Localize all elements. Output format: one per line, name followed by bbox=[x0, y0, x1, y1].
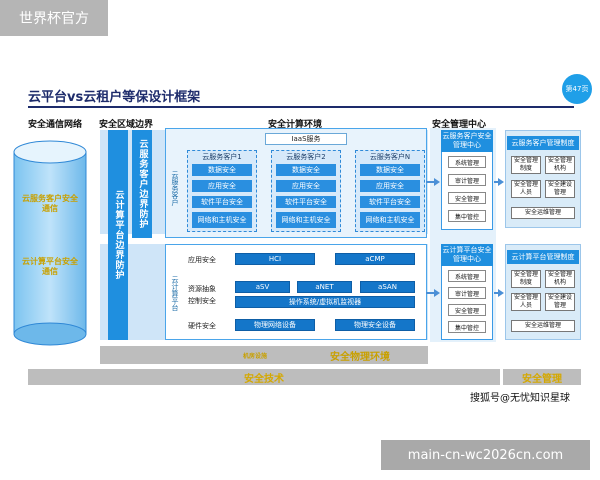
tenant-sys-item-org: 安全管理机构 bbox=[545, 156, 575, 174]
tenant-2-title: 云服务客户2 bbox=[286, 152, 326, 161]
watermark-bottom: main-cn-wc2026cn.com bbox=[381, 440, 590, 470]
cylinder-platform-text: 云计算平台安全通信 bbox=[22, 257, 78, 276]
iaas-title: IaaS服务 bbox=[265, 133, 347, 145]
tenant-n-title: 云服务客户N bbox=[369, 152, 411, 161]
tenant-n-network-host-security: 网络和主机安全 bbox=[360, 212, 420, 228]
tenant-1-software-platform-security: 软件平台安全 bbox=[192, 196, 252, 208]
tenant-sys-item-policy: 安全管理制度 bbox=[511, 156, 541, 174]
tenant-sys-item-staff: 安全管理人员 bbox=[511, 180, 541, 198]
page-badge: 第47页 bbox=[562, 74, 592, 104]
tenant-n-app-security: 应用安全 bbox=[360, 180, 420, 192]
tenant-2-network-host-security: 网络和主机安全 bbox=[276, 212, 336, 228]
tenant-n-data-security: 数据安全 bbox=[360, 164, 420, 176]
asv-block: aSV bbox=[235, 281, 290, 293]
tenant-2-software-platform-security: 软件平台安全 bbox=[276, 196, 336, 208]
platform-mgmt-item-audit: 审计管理 bbox=[448, 287, 486, 299]
tenant-mgmt-item-system: 系统管理 bbox=[448, 156, 486, 168]
security-management-bar: 安全管理 bbox=[503, 369, 581, 385]
physical-security-device-block: 物理安全设备 bbox=[335, 319, 415, 331]
platform-res-label-2: 控制安全 bbox=[188, 297, 216, 305]
tenant-sys-item-build: 安全建设管理 bbox=[545, 180, 575, 198]
platform-mgmt-arrow-line bbox=[426, 292, 435, 294]
hci-block: HCI bbox=[235, 253, 315, 265]
tenant-mgmt-arrow-head bbox=[434, 178, 440, 186]
platform-app-label: 应用安全 bbox=[188, 256, 216, 264]
anet-block: aNET bbox=[297, 281, 352, 293]
platform-boundary-strip: 云计算平台边界防护 bbox=[108, 130, 128, 340]
source-credit: 搜狐号@无忧知识星球 bbox=[470, 393, 570, 404]
communication-cylinder bbox=[13, 140, 87, 346]
column-header-compute: 安全计算环境 bbox=[268, 120, 323, 130]
column-header-boundary: 安全区域边界 bbox=[99, 120, 154, 130]
cylinder-tenant-text: 云服务客户安全通信 bbox=[22, 194, 78, 213]
platform-sys-item-staff: 安全管理人员 bbox=[511, 293, 541, 311]
tenant-n-software-platform-security: 软件平台安全 bbox=[360, 196, 420, 208]
iaas-side-label: 云服务客户 bbox=[171, 170, 179, 206]
platform-system-arrow-head bbox=[498, 289, 504, 297]
platform-res-label-1: 资源抽象 bbox=[188, 285, 216, 293]
platform-sys-item-policy: 安全管理制度 bbox=[511, 270, 541, 288]
platform-sys-item-org: 安全管理机构 bbox=[545, 270, 575, 288]
physical-environment-bar bbox=[100, 346, 428, 364]
tenant-2-data-security: 数据安全 bbox=[276, 164, 336, 176]
platform-sys-item-build: 安全建设管理 bbox=[545, 293, 575, 311]
os-hypervisor-block: 操作系统/虚拟机监视器 bbox=[235, 296, 415, 308]
tenant-mgmt-center-head: 云服务客户安全管理中心 bbox=[441, 130, 493, 152]
platform-mgmt-item-central: 集中管控 bbox=[448, 321, 486, 333]
tenant-mgmt-item-security: 安全管理 bbox=[448, 192, 486, 204]
platform-mgmt-item-security: 安全管理 bbox=[448, 304, 486, 316]
platform-mgmt-item-system: 系统管理 bbox=[448, 270, 486, 282]
tenant-boundary-strip: 云服务客户边界防护 bbox=[132, 130, 152, 238]
security-technology-bar: 安全技术 bbox=[28, 369, 500, 385]
asan-block: aSAN bbox=[360, 281, 415, 293]
tenant-1-data-security: 数据安全 bbox=[192, 164, 252, 176]
platform-side-label: 云计算平台 bbox=[171, 275, 179, 311]
column-header-center: 安全管理中心 bbox=[432, 120, 487, 130]
physical-environment-label: 安全物理环境 bbox=[330, 351, 390, 363]
page-title: 云平台vs云租户等保设计框架 bbox=[28, 90, 201, 105]
tenant-1-title: 云服务客户1 bbox=[202, 152, 242, 161]
tenant-mgmt-arrow-line bbox=[426, 181, 435, 183]
watermark-top: 世界杯官方 bbox=[0, 0, 108, 36]
platform-mgmt-center-head: 云计算平台安全管理中心 bbox=[441, 244, 493, 266]
acmp-block: aCMP bbox=[335, 253, 415, 265]
platform-mgmt-arrow-head bbox=[434, 289, 440, 297]
platform-hw-label: 硬件安全 bbox=[188, 322, 216, 330]
tenant-1-app-security: 应用安全 bbox=[192, 180, 252, 192]
physical-facility-label: 机房设施 bbox=[242, 352, 267, 360]
tenant-2-app-security: 应用安全 bbox=[276, 180, 336, 192]
column-header-network: 安全通信网络 bbox=[28, 120, 83, 130]
tenant-sys-item-ops: 安全运维管理 bbox=[511, 207, 575, 219]
tenant-system-arrow-line bbox=[494, 181, 499, 183]
platform-system-arrow-line bbox=[494, 292, 499, 294]
tenant-mgmt-item-central: 集中管控 bbox=[448, 210, 486, 222]
tenant-system-arrow-head bbox=[498, 178, 504, 186]
title-underline bbox=[28, 106, 574, 108]
platform-sys-item-ops: 安全运维管理 bbox=[511, 320, 575, 332]
tenant-1-network-host-security: 网络和主机安全 bbox=[192, 212, 252, 228]
physical-network-device-block: 物理网络设备 bbox=[235, 319, 315, 331]
tenant-mgmt-system-head: 云服务客户管理制度 bbox=[507, 136, 579, 150]
platform-mgmt-system-head: 云计算平台管理制度 bbox=[507, 250, 579, 264]
tenant-mgmt-item-audit: 审计管理 bbox=[448, 174, 486, 186]
